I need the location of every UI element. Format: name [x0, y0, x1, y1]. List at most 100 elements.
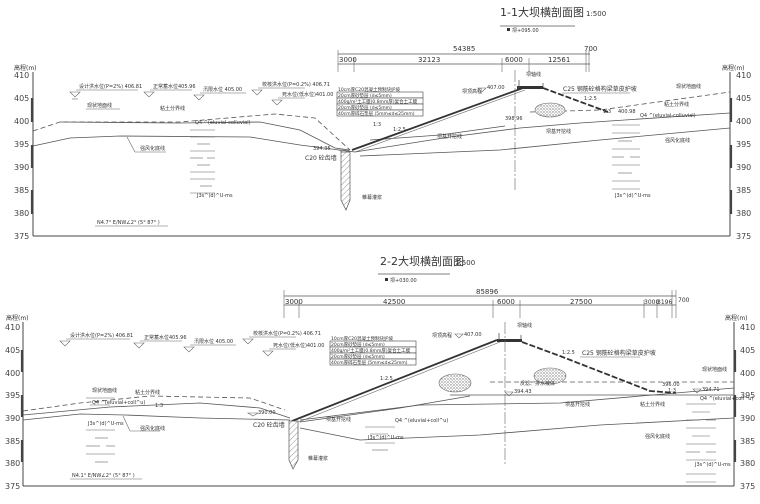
original-ground-line: [32, 113, 351, 151]
dim-segment: 3000: [285, 298, 303, 306]
soil-stratum-label: Q4 ^(eluvial+coll^u): [92, 400, 145, 406]
y-tick: 395: [740, 391, 755, 400]
y-tick: 385: [5, 437, 20, 446]
y-tick: 380: [5, 459, 20, 468]
section-scale: 1:500: [455, 259, 475, 267]
dam-crest: [497, 339, 522, 342]
y-tick: 390: [14, 163, 29, 172]
y-tick: 405: [740, 346, 755, 355]
crest-label: 坝顶高程: [432, 332, 452, 339]
table-row: 40cm厚碎石垫层 (5mm≤d≤25mm): [331, 359, 408, 366]
grout-curtain: [340, 151, 351, 211]
soil-stratum-label: Q4 ^(eluvial-colluvial): [640, 113, 696, 119]
foundation-excavation-label: 坝基开挖线: [326, 416, 351, 423]
right-elevation-axis: 高程(m) 410 405 400 395 390 385 380 375: [725, 314, 755, 491]
dim-segment: 6000: [497, 298, 515, 306]
dim-segment: 12561: [548, 56, 570, 64]
station-label: 坝+095.00: [512, 27, 539, 34]
total-dim-value: 54385: [453, 45, 475, 53]
rock-dip-note: N4.1° E/NW∠2° (5° 87° ): [72, 473, 135, 479]
dam-axis-label: 坝轴线: [526, 71, 541, 78]
water-level-label: 正常蓄水位405.96: [144, 334, 187, 341]
weathered-line-right: [359, 127, 731, 157]
clay-boundary-right: [299, 387, 735, 421]
slope-ratio-label: 1:2.5: [562, 350, 575, 356]
clay-boundary-label: 粘土分界线: [160, 105, 185, 112]
y-tick: 410: [740, 323, 755, 332]
y-tick: 385: [740, 437, 755, 446]
y-tick: 400: [5, 369, 20, 378]
y-tick: 375: [740, 482, 755, 491]
elevation-label: 400.98: [618, 109, 636, 115]
y-tick: 395: [14, 140, 29, 149]
borehole-log-left: [190, 129, 215, 194]
drainage-prism: [534, 102, 566, 118]
elevation-label: 396.00: [662, 382, 680, 388]
axis-label: 高程(m): [722, 64, 745, 72]
left-elevation-axis: 高程(m) 410 405 400 395 390 385 380 375: [14, 64, 37, 241]
rock-stratum-label: J3s^(d)^U-ms: [694, 462, 731, 468]
y-tick: 410: [736, 71, 751, 80]
weathered-line-label: 强风化底线: [645, 433, 670, 440]
clay-boundary-line: [22, 402, 291, 419]
elevation-label: 394.71: [702, 387, 720, 393]
water-level-label: 设计洪水位(P=2%) 406.81: [79, 83, 142, 90]
y-tick: 395: [5, 391, 20, 400]
left-elevation-axis: 高程(m) 410 405 400 395 390 385 380 375: [5, 314, 29, 491]
water-level-icon: [251, 89, 263, 96]
water-level-label: 正常蓄水位405.96: [153, 83, 196, 90]
table-row: 40cm厚碎石垫层 (5mm≤d≤25mm): [338, 110, 415, 117]
station-marker-icon: [507, 28, 510, 31]
soil-stratum-label: Q4 ^(eluvial+coll^u): [700, 396, 753, 402]
table-row: 20cm厚砂垫层 (d≤5mm): [338, 104, 392, 111]
soil-stratum-label: Q4 ^(eluvial+coll^u): [395, 418, 448, 424]
borehole-log-right: [612, 124, 640, 190]
dim-segment: 3000: [644, 299, 659, 306]
y-tick: 410: [14, 71, 29, 80]
weathered-line-label: 强风化底线: [665, 137, 690, 144]
elevation-label: 394.43: [514, 389, 532, 395]
dam-axis-label: 坝轴线: [517, 322, 532, 329]
water-level-icon: [133, 342, 145, 349]
y-tick: 380: [736, 209, 751, 218]
upstream-protection-table: 10cm厚C20混凝土预制块护坡 20cm厚砂垫层 (d≤5mm) 400g/m…: [329, 335, 417, 366]
dim-segment: 6000: [505, 56, 523, 64]
clay-boundary-right: [354, 112, 731, 153]
dim-segment: 3000: [339, 56, 357, 64]
rock-stratum-label: J3s^(d)^U-ms: [196, 193, 233, 199]
table-row: 20cm厚砂垫层 (d≤5mm): [331, 341, 385, 348]
grout-curtain-label: 帷幕灌浆: [362, 194, 382, 201]
crest-elevation: 407.00: [487, 85, 505, 91]
rock-stratum-label: J3s^(d)^U-ms: [87, 421, 124, 427]
water-level-label: 死水位(低水位)401.00: [273, 342, 324, 349]
weathered-line-label: 强风化底线: [140, 145, 165, 152]
water-level-markers: 设计洪水位(P=2%) 406.81 正常蓄水位405.96 汛限水位 405.…: [59, 330, 324, 357]
water-level-label: 汛限水位 405.00: [194, 338, 233, 345]
water-level-icon: [242, 338, 254, 345]
weathered-line-left: [22, 413, 291, 421]
water-level-icon: [143, 91, 155, 98]
downstream-protection-label: C25 钢筋砼格构梁草皮护坡: [582, 349, 656, 357]
grout-curtain: [288, 420, 299, 470]
water-level-label: 校核洪水位(P=0.2%) 406.71: [253, 330, 321, 337]
y-tick: 375: [5, 482, 20, 491]
y-tick: 405: [14, 94, 29, 103]
elevation-label: 390.00: [258, 410, 276, 416]
right-end-dim-value: 700: [584, 45, 597, 53]
y-tick: 400: [736, 117, 751, 126]
weathered-line-label: 强风化底线: [140, 425, 165, 432]
table-row: 20cm厚砂垫层 (d≤5mm): [331, 353, 385, 360]
upstream-protection-table: 10cm厚C20混凝土预制块护坡 20cm厚砂垫层 (d≤5mm) 400g/m…: [336, 86, 424, 117]
water-level-label: 设计洪水位(P=2%) 406.81: [70, 332, 133, 339]
upstream-slope: [351, 87, 524, 151]
y-tick: 385: [14, 186, 29, 195]
upstream-slope: [291, 339, 498, 422]
borehole-log-left: [86, 397, 115, 463]
section-title: 1-1大坝横剖面图: [500, 5, 584, 19]
clay-boundary-line: [59, 121, 351, 151]
water-level-label: 汛限水位 405.00: [203, 86, 242, 93]
water-level-icon: [271, 99, 283, 106]
y-tick: 395: [736, 140, 751, 149]
original-ground-label: 现状地面线: [92, 387, 117, 394]
drain-prism-label: 反滤、排水棱体: [520, 380, 555, 387]
